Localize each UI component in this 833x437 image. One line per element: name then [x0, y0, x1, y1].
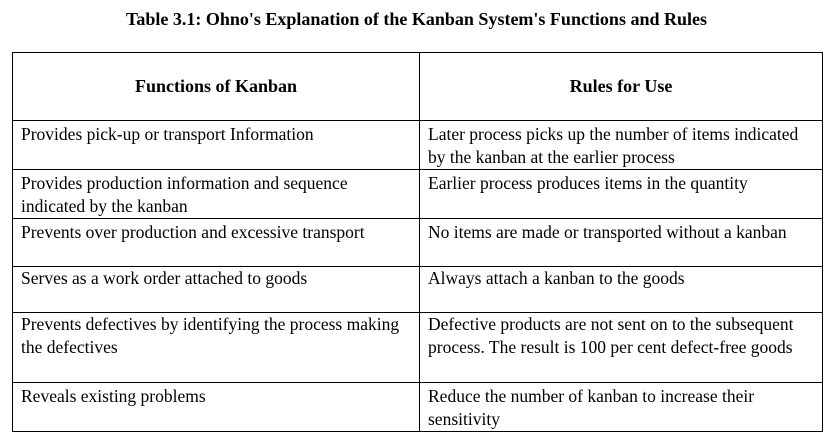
- rule-cell: No items are made or transported without…: [419, 218, 823, 267]
- rule-cell: Earlier process produces items in the qu…: [419, 169, 823, 219]
- rule-cell: Later process picks up the number of ite…: [419, 120, 823, 170]
- table-caption: Table 3.1: Ohno's Explanation of the Kan…: [126, 9, 707, 29]
- function-cell: Prevents defectives by identifying the p…: [12, 312, 420, 383]
- table-row: Serves as a work order attached to goods…: [12, 266, 823, 313]
- table-row: Reveals existing problems Reduce the num…: [12, 382, 823, 432]
- column-header-functions: Functions of Kanban: [12, 52, 420, 121]
- function-cell: Provides pick-up or transport Informatio…: [12, 120, 420, 170]
- kanban-table: Functions of Kanban Rules for Use Provid…: [12, 52, 823, 432]
- function-cell: Reveals existing problems: [12, 382, 420, 432]
- table-row: Provides pick-up or transport Informatio…: [12, 120, 823, 170]
- column-header-rules: Rules for Use: [419, 52, 823, 121]
- function-cell: Provides production information and sequ…: [12, 169, 420, 219]
- table-row: Prevents over production and excessive t…: [12, 218, 823, 267]
- function-cell: Serves as a work order attached to goods: [12, 266, 420, 313]
- rule-cell: Reduce the number of kanban to increase …: [419, 382, 823, 432]
- function-cell: Prevents over production and excessive t…: [12, 218, 420, 267]
- table-header-row: Functions of Kanban Rules for Use: [12, 52, 823, 121]
- rule-cell: Always attach a kanban to the goods: [419, 266, 823, 313]
- table-row: Prevents defectives by identifying the p…: [12, 312, 823, 383]
- rule-cell: Defective products are not sent on to th…: [419, 312, 823, 383]
- table-row: Provides production information and sequ…: [12, 169, 823, 219]
